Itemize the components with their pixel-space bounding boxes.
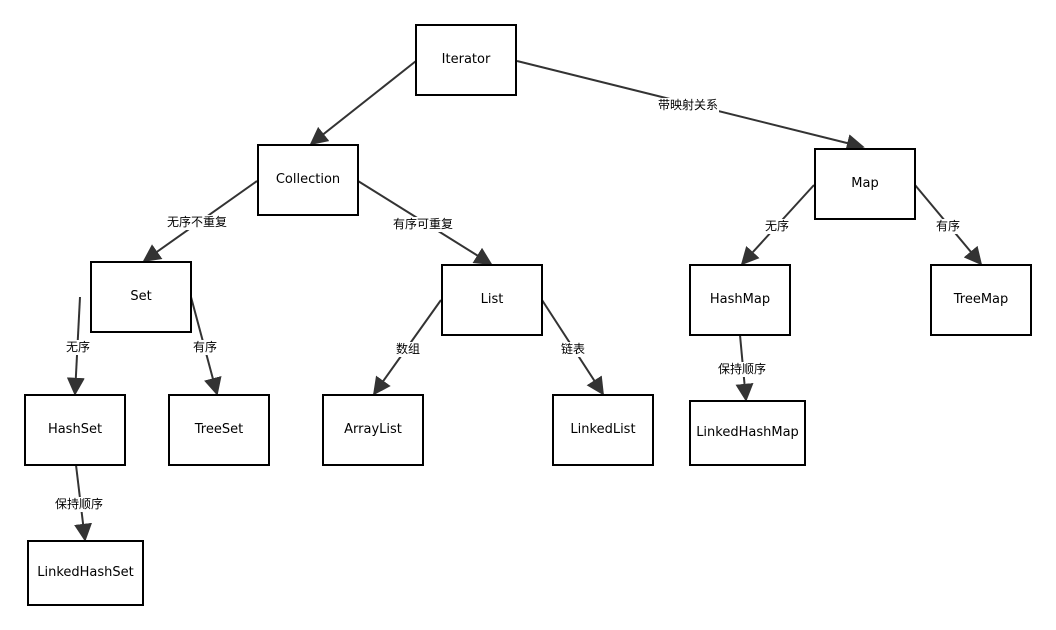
edge-label-hashset-linkedhashset: 保持顺序 xyxy=(54,497,105,512)
node-hashmap: HashMap xyxy=(689,264,791,336)
node-set: Set xyxy=(90,261,192,333)
node-iterator: Iterator xyxy=(415,24,517,96)
node-hashset: HashSet xyxy=(24,394,126,466)
node-treemap: TreeMap xyxy=(930,264,1032,336)
node-collection: Collection xyxy=(257,144,359,216)
edge-label-list-arraylist: 数组 xyxy=(395,342,422,357)
edge-iterator-collection xyxy=(309,60,417,146)
node-linkedlist: LinkedList xyxy=(552,394,654,466)
node-linkedhashmap: LinkedHashMap xyxy=(689,400,806,466)
node-list: List xyxy=(441,264,543,336)
node-linkedhashset: LinkedHashSet xyxy=(27,540,144,606)
node-arraylist: ArrayList xyxy=(322,394,424,466)
edge-label-map-treemap: 有序 xyxy=(935,219,962,234)
edge-label-collection-list: 有序可重复 xyxy=(392,217,455,232)
edge-label-collection-set: 无序不重复 xyxy=(166,215,229,230)
edge-label-list-linkedlist: 链表 xyxy=(560,342,587,357)
edge-label-iterator-map: 带映射关系 xyxy=(657,98,720,113)
edge-label-set-hashset: 无序 xyxy=(65,340,92,355)
edge-label-hashmap-linkedhashmap: 保持顺序 xyxy=(717,362,768,377)
node-treeset: TreeSet xyxy=(168,394,270,466)
edge-label-map-hashmap: 无序 xyxy=(764,219,791,234)
node-map: Map xyxy=(814,148,916,220)
edge-label-set-treeset: 有序 xyxy=(192,340,219,355)
